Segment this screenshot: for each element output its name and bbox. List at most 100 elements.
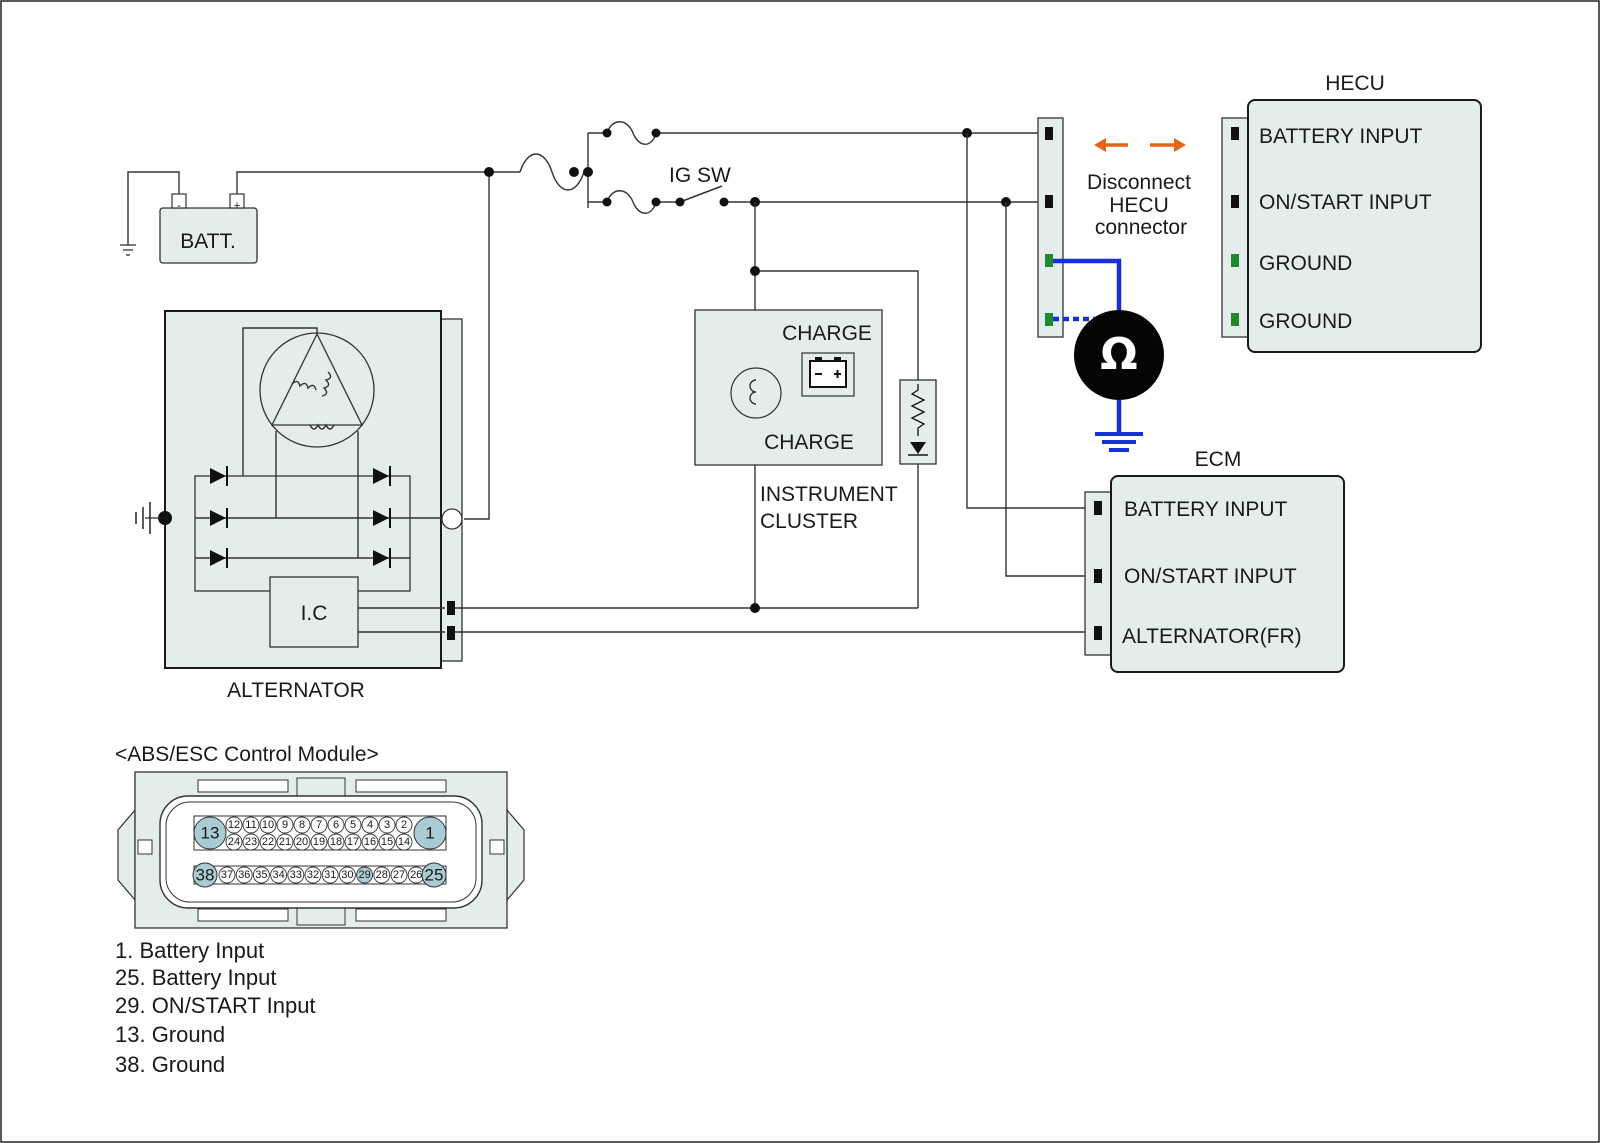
pin-22: 22 [262,836,274,848]
pin-circle [356,866,374,884]
pin-circle [276,816,294,834]
pin-21: 21 [279,836,291,848]
pin-14: 14 [398,836,410,848]
ohmmeter: Ω [1053,258,1164,452]
pin-circle [310,816,328,834]
pin-11: 11 [245,819,256,831]
pin-17: 17 [347,836,359,848]
alternator: I.C ALTERNATOR [135,310,463,702]
pin-circle [395,833,413,851]
pin-38: 38 [196,866,215,885]
pin-circle [395,816,413,834]
pin-circle [361,816,379,834]
pin-20: 20 [296,836,308,848]
pin-1: 1 [425,824,434,843]
pin-32: 32 [307,869,319,881]
pin-13: 13 [201,824,220,843]
ic-label: I.C [301,602,328,625]
pin-circle [225,833,243,851]
pin-circle [378,816,396,834]
pin-circle [259,816,277,834]
pin-15: 15 [381,836,393,848]
legend-item: 25. Battery Input [115,965,276,990]
alternator-label: ALTERNATOR [227,679,365,702]
pin-16: 16 [364,836,376,848]
hecu-pin-ground-1: GROUND [1259,252,1352,275]
battery-neg-label: - [177,200,181,212]
disconnect-arrows [1094,138,1186,152]
hecu-pin-battery-input: BATTERY INPUT [1259,125,1423,148]
instrument-cluster: CHARGE CHARGE INSTRUMENT CLUSTER [694,309,937,533]
connector-title: <ABS/ESC Control Module> [115,743,379,766]
cluster-charge-top: CHARGE [782,322,872,345]
ecm-pin-alternator-fr: ALTERNATOR(FR) [1122,625,1302,648]
cluster-charge-bottom: CHARGE [764,431,854,454]
hecu-harness-connector [1037,117,1064,338]
instruction-line1: Disconnect [1087,171,1191,194]
pin-24: 24 [228,836,240,848]
battery-pos-label: + [234,200,240,212]
power-bus: IG SW [464,121,1095,577]
pin-circle [327,816,345,834]
pin-8: 8 [299,819,305,831]
pin-30: 30 [341,869,353,881]
instruction-line3: connector [1095,216,1187,239]
pin-circle [293,816,311,834]
ig-switch-label: IG SW [669,164,731,187]
pin-4: 4 [367,819,373,831]
pin-circle [293,833,311,851]
pin-circle [304,866,322,884]
battery: - + BATT. [120,171,489,264]
cluster-label-line1: INSTRUMENT [760,483,898,506]
pin-circle [373,866,391,884]
cluster-label-line2: CLUSTER [760,510,858,533]
pin-circle [378,833,396,851]
pin-circle [327,833,345,851]
legend-item: 38. Ground [115,1052,225,1077]
pin-27: 27 [393,869,405,881]
pin-circle [361,833,379,851]
battery-label: BATT. [180,230,236,253]
pin-7: 7 [316,819,322,831]
pin-29: 29 [358,869,370,881]
pin-circle [242,816,260,834]
pin-circle [218,866,236,884]
pin-6: 6 [333,819,339,831]
pin-12: 12 [228,819,240,831]
pin-31: 31 [324,869,336,881]
pin-circle [225,816,243,834]
ecm-title: ECM [1195,448,1242,471]
pin-9: 9 [282,819,288,831]
hecu-module: HECU BATTERY INPUT ON/START INPUT GROUND… [1221,72,1482,353]
pin-circle [287,866,305,884]
ohm-symbol: Ω [1100,329,1137,380]
hecu-title: HECU [1325,72,1385,95]
pin-circle [276,833,294,851]
pin-circle [344,816,362,834]
pin-28: 28 [376,869,388,881]
pin-5: 5 [350,819,356,831]
legend-item: 29. ON/START Input [115,993,316,1018]
pin-23: 23 [245,836,257,848]
hecu-pin-ground-2: GROUND [1259,310,1352,333]
pin-25: 25 [425,866,444,885]
pin-circle [252,866,270,884]
pin-33: 33 [290,869,302,881]
ecm-module: ECM BATTERY INPUT ON/START INPUT ALTERNA… [1084,448,1345,673]
pin-circle [270,866,288,884]
pin-26: 26 [410,869,422,881]
pin-circle [310,833,328,851]
pin-circle [321,866,339,884]
pin-legend: 1. Battery Input 25. Battery Input 29. O… [115,938,316,1077]
pin-2: 2 [401,819,407,831]
pin-circle [344,833,362,851]
ecm-pin-on-start-input: ON/START INPUT [1124,565,1297,588]
pin-3: 3 [384,819,390,831]
pin-circle [390,866,408,884]
pin-19: 19 [313,836,325,848]
